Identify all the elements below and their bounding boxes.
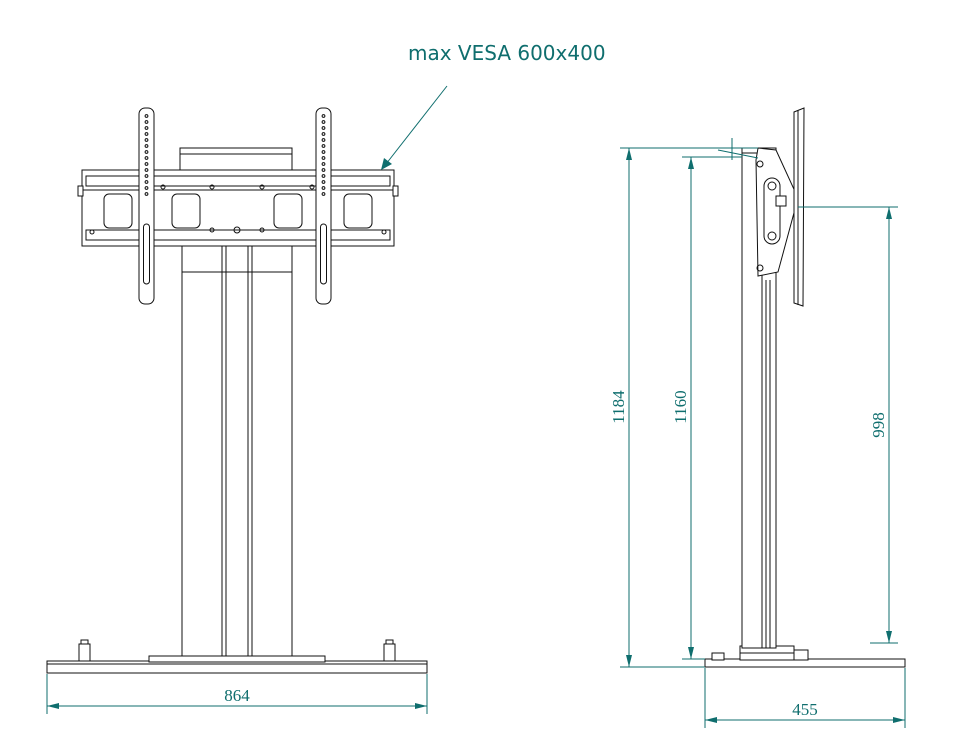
levelling-foot-left — [78, 643, 91, 662]
overall-height-label: 1184 — [609, 390, 628, 424]
arm-hole — [321, 126, 326, 130]
arm-hole — [144, 138, 149, 142]
base-depth-label: 455 — [792, 700, 818, 719]
tilt-bracket — [755, 147, 799, 277]
arm-hole — [144, 192, 149, 196]
arm-hole — [144, 186, 149, 190]
column-cap — [179, 147, 293, 173]
column — [181, 245, 293, 657]
arm-hole — [144, 162, 149, 166]
arm-hole — [144, 156, 149, 160]
arm-hole — [144, 126, 149, 130]
dimension-base-width: 864 — [46, 674, 428, 714]
arm-hole — [144, 150, 149, 154]
levelling-foot-right — [383, 643, 396, 662]
dimension-overall-height: 1184 — [609, 147, 742, 668]
vesa-arm-right — [315, 107, 332, 305]
column-height-label: 1160 — [671, 390, 690, 423]
mounting-frame — [77, 169, 399, 247]
arm-hole — [321, 180, 326, 184]
arm-hole — [321, 192, 326, 196]
front-view: max VESA 600x400 864 — [46, 41, 606, 714]
arm-hole — [321, 144, 326, 148]
arm-hole — [144, 114, 149, 118]
arm-hole — [144, 132, 149, 136]
arm-hole — [144, 174, 149, 178]
arm-hole — [321, 138, 326, 142]
arm-hole — [144, 168, 149, 172]
vesa-annotation: max VESA 600x400 — [381, 41, 606, 170]
vesa-label: max VESA 600x400 — [408, 41, 606, 65]
arm-hole — [321, 174, 326, 178]
vesa-arm-left — [138, 107, 155, 305]
arm-hole — [144, 120, 149, 124]
dimension-mount-height: 998 — [798, 206, 898, 644]
arm-hole — [321, 186, 326, 190]
arm-hole — [321, 132, 326, 136]
arm-hole — [321, 120, 326, 124]
arm-hole — [321, 114, 326, 118]
base-width-label: 864 — [224, 686, 250, 705]
arm-hole — [321, 156, 326, 160]
dimension-column-height: 1160 — [671, 156, 742, 660]
side-view: 1184 1160 998 455 — [609, 107, 906, 728]
arm-hole — [144, 144, 149, 148]
arm-hole — [321, 168, 326, 172]
arm-hole — [321, 162, 326, 166]
mount-height-label: 998 — [869, 412, 888, 438]
dimension-base-depth: 455 — [704, 668, 906, 728]
arm-hole — [321, 150, 326, 154]
arm-hole — [144, 180, 149, 184]
